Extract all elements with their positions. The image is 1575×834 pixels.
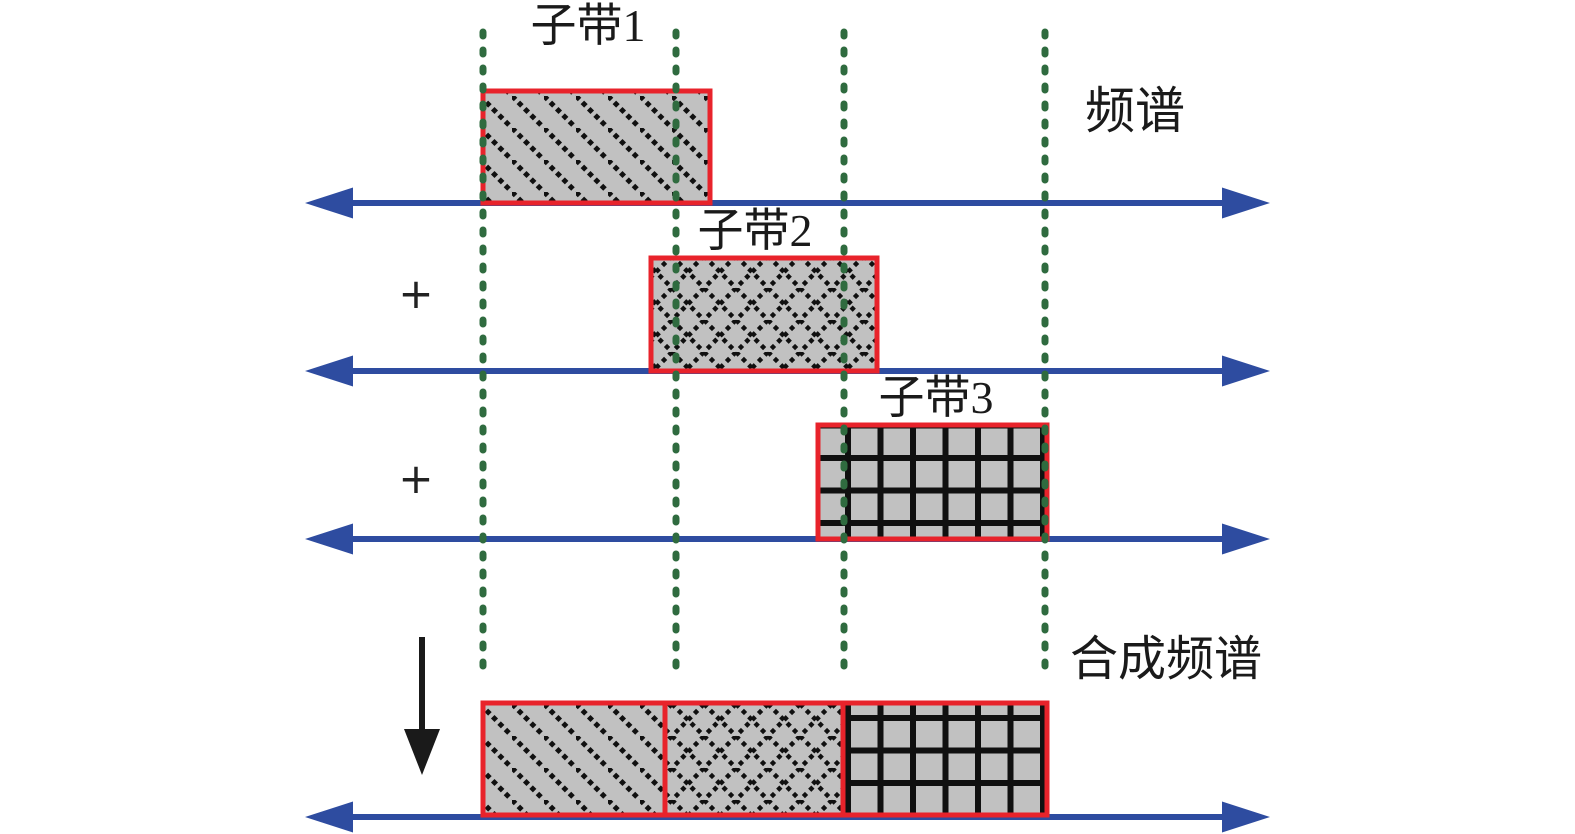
axis-left-arrowhead [305,187,353,219]
axis-left-arrowhead [305,355,353,387]
plus-operator-2: + [398,454,434,503]
synthesized-spectrum-block [480,700,1050,818]
axis-right-arrowhead [1222,187,1270,219]
synth-segment-subband3 [840,700,1050,818]
spectrum-label: 频谱 [1085,83,1185,139]
subband3-label: 子带3 [878,372,994,423]
axis-right-arrowhead [1222,801,1270,833]
subband2-label: 子带2 [697,205,813,256]
synth-segment-subband1 [480,700,668,818]
subband3-block [815,422,1050,542]
synthesis-down-arrow [404,637,440,775]
synthesized-spectrum-label: 合成频谱 [1069,633,1263,686]
axis-left-arrowhead [305,801,353,833]
axis-left-arrowhead [305,523,353,555]
axis-right-arrowhead [1222,355,1270,387]
subband1-block [480,88,713,206]
axis-right-arrowhead [1222,523,1270,555]
subband1-label: 子带1 [530,0,646,51]
subband2-block [648,255,880,374]
down-arrowhead [404,729,440,775]
plus-operator-1: + [398,269,434,318]
frequency-axis-row3 [305,523,1270,555]
synth-segment-subband2 [662,700,846,818]
